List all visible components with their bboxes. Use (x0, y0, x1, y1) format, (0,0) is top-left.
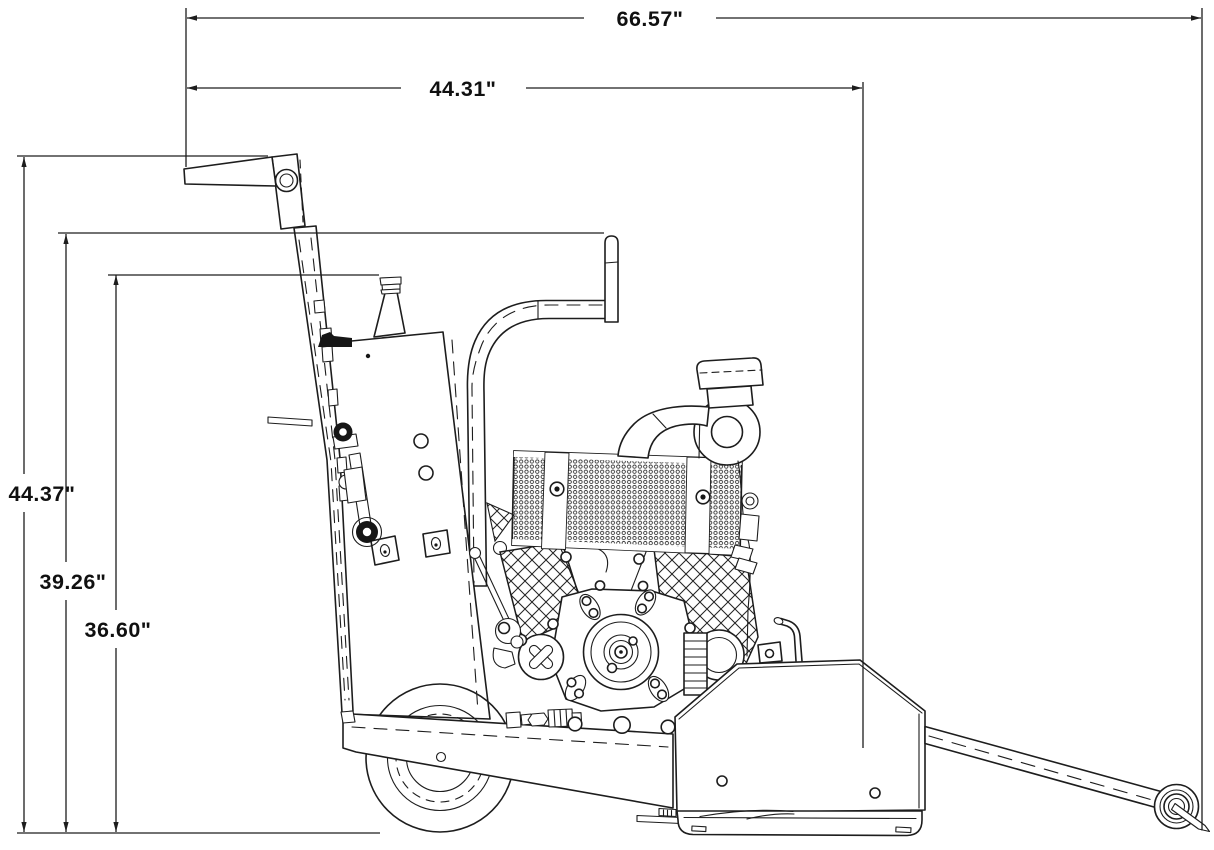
pto-clutch (683, 629, 745, 696)
dim-label-length-to-guard: 44.31" (430, 77, 497, 101)
tow-bar (924, 725, 1162, 809)
guard-hole (869, 787, 881, 799)
panel-rivet (365, 353, 371, 359)
dim-label-loop-handle-height: 39.26" (40, 570, 107, 594)
guard-tab (757, 641, 783, 664)
frame-rail (342, 713, 682, 825)
dim-label-tank-cap-height: 36.60" (85, 618, 152, 642)
side-panel (320, 331, 491, 720)
engine-base-bolts (567, 715, 676, 735)
handle-arm (183, 153, 356, 724)
dim-label-handle-height: 44.37" (9, 482, 76, 506)
recoil-cover (514, 633, 565, 681)
control-linkage (332, 422, 383, 548)
arm-clip (321, 345, 334, 363)
dimension-tank-cap-height: 36.60" (85, 275, 152, 832)
handle-grip (183, 156, 277, 187)
exhaust-loop (693, 398, 761, 466)
intake-duct (617, 405, 710, 459)
air-cleaner (696, 357, 764, 409)
dimension-handle-height: 44.37" (9, 157, 76, 832)
fuel-petcock (505, 708, 583, 729)
oil-fill-ring (492, 617, 524, 669)
arm-clip (327, 388, 339, 407)
mount-bracket (370, 535, 400, 566)
handle-bolt (274, 168, 299, 193)
dimension-length-to-guard: 44.31" (187, 77, 862, 101)
dimension-loop-handle-height: 39.26" (40, 234, 107, 832)
dim-label-overall-length: 66.57" (617, 7, 684, 31)
axle-hole (435, 751, 447, 763)
loop-handle-post (604, 235, 619, 323)
dimensions: 66.57" 44.31" 44.37" 39.26" (9, 7, 1203, 834)
tail-wheel (1153, 783, 1211, 833)
extension-lines (17, 8, 1203, 834)
engine (468, 357, 803, 735)
skid-plate (676, 809, 923, 837)
arm-clip (313, 299, 326, 314)
rubber-mount (318, 332, 352, 347)
machine-drawing (183, 153, 1211, 837)
flywheel (582, 613, 660, 691)
engine-right-side (730, 460, 760, 657)
cooling-fin-screen (511, 450, 743, 556)
mount-bracket (422, 529, 451, 558)
blade-guard (674, 659, 926, 814)
panel-hole (413, 433, 429, 449)
case-bolts (547, 580, 696, 703)
wheel-pin (1170, 802, 1211, 833)
fuel-cap (373, 276, 406, 338)
handle-peg (267, 416, 313, 427)
guard-lift-rod (773, 617, 803, 662)
loop-handle (466, 235, 619, 587)
dimension-overall-length: 66.57" (187, 7, 1201, 31)
guard-hole (716, 775, 728, 787)
panel-hole (418, 465, 434, 481)
